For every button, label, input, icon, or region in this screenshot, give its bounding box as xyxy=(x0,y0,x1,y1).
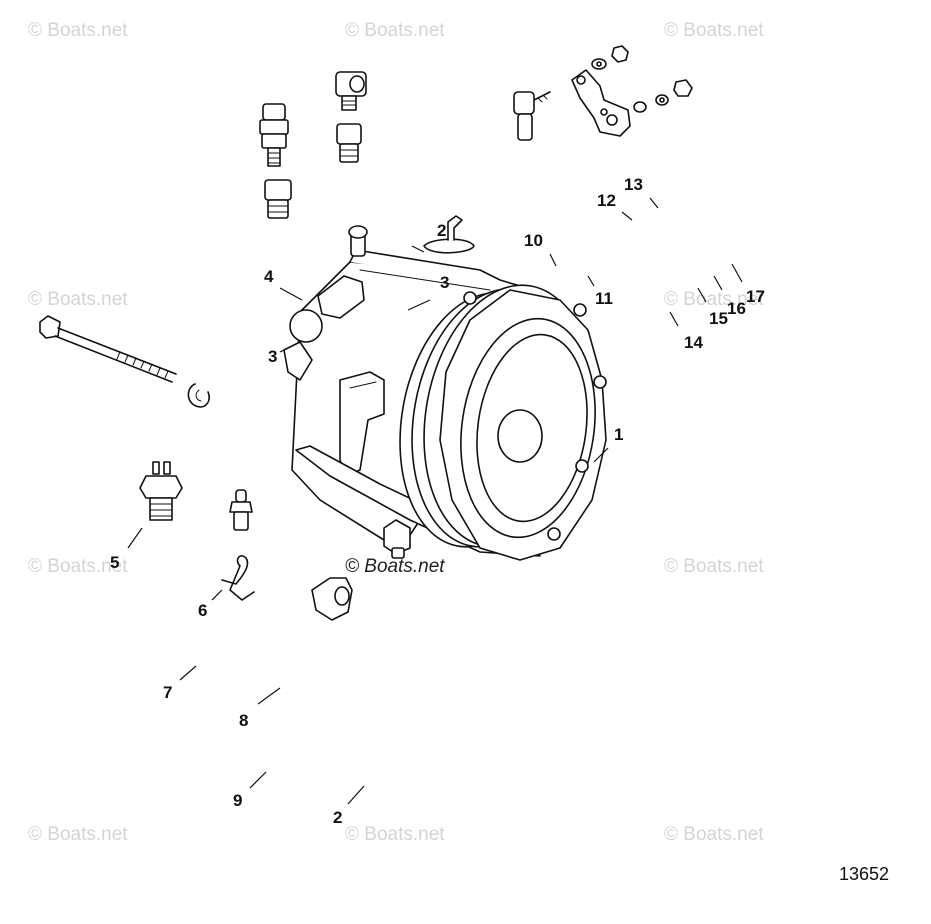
callout-17: 17 xyxy=(746,287,765,306)
callout-10: 10 xyxy=(524,231,543,250)
adapter-fitting xyxy=(336,123,362,163)
callout-2-bottom: 2 xyxy=(333,808,342,827)
watermark: © Boats.net xyxy=(28,289,128,310)
callout-8: 8 xyxy=(239,711,248,730)
washer-and-nut xyxy=(591,45,693,113)
callout-12: 12 xyxy=(597,191,616,210)
callout-3-side: 3 xyxy=(268,347,277,366)
shift-lever xyxy=(423,215,475,254)
temperature-switch xyxy=(139,461,183,521)
elbow-fitting-top xyxy=(335,71,367,111)
connector-fitting xyxy=(264,179,292,219)
callout-4: 4 xyxy=(264,267,274,286)
callout-3-top: 3 xyxy=(440,273,449,292)
callout-11: 11 xyxy=(595,289,613,308)
watermark: © Boats.net xyxy=(664,289,764,310)
swivel-stud xyxy=(513,91,551,141)
lock-washer xyxy=(187,383,211,408)
pressure-sender xyxy=(259,103,289,167)
figure-number: 13652 xyxy=(839,864,889,884)
elbow-fitting-bottom xyxy=(311,577,353,621)
callout-5: 5 xyxy=(110,553,119,572)
leader-lines xyxy=(127,197,743,805)
callout-14: 14 xyxy=(684,333,703,352)
transmission-housing xyxy=(283,225,607,561)
watermark-layer: © Boats.net © Boats.net © Boats.net © Bo… xyxy=(28,20,764,845)
callout-16: 16 xyxy=(727,299,746,318)
watermark-center: © Boats.net xyxy=(345,556,445,577)
long-bolt xyxy=(39,315,177,383)
watermark: © Boats.net xyxy=(28,556,128,577)
watermark: © Boats.net xyxy=(28,824,128,845)
callout-9: 9 xyxy=(233,791,242,810)
callout-2-top: 2 xyxy=(437,221,446,240)
callout-7: 7 xyxy=(163,683,172,702)
watermark: © Boats.net xyxy=(664,556,764,577)
callout-6: 6 xyxy=(198,601,207,620)
watermark: © Boats.net xyxy=(345,824,445,845)
watermark: © Boats.net xyxy=(28,20,128,41)
callout-1: 1 xyxy=(614,425,623,444)
callout-15: 15 xyxy=(709,309,728,328)
hose-clip xyxy=(221,555,255,601)
callout-13: 13 xyxy=(624,175,643,194)
watermark: © Boats.net xyxy=(345,20,445,41)
callout-numbers: 1 2 2 3 3 4 5 6 7 8 9 10 11 12 13 14 15 … xyxy=(110,175,765,827)
shift-bracket xyxy=(571,69,631,137)
hose-barb-fitting xyxy=(229,489,253,531)
watermark: © Boats.net xyxy=(664,20,764,41)
watermark: © Boats.net xyxy=(664,824,764,845)
